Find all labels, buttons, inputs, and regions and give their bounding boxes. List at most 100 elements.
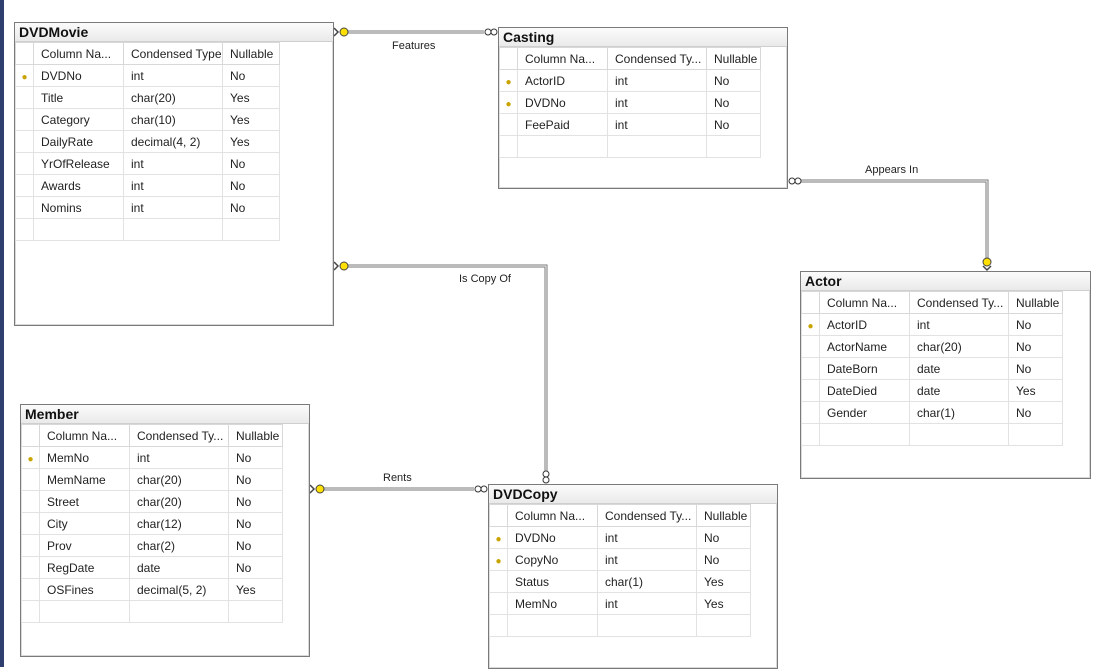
cell-type[interactable]: int <box>607 113 707 136</box>
cell-name[interactable]: DateDied <box>819 379 910 402</box>
column-name-header[interactable]: Column Na... <box>39 424 130 447</box>
cell-type[interactable]: int <box>607 91 707 114</box>
cell-name[interactable]: RegDate <box>39 556 130 579</box>
cell-type[interactable]: int <box>909 313 1009 336</box>
empty-cell[interactable] <box>222 218 280 241</box>
cell-nullable[interactable]: Yes <box>696 592 751 615</box>
cell-nullable[interactable]: Yes <box>222 86 280 109</box>
cell-nullable[interactable]: Yes <box>696 570 751 593</box>
actor-columns-grid[interactable]: Column Na...Condensed Ty...Nullable●Acto… <box>801 291 1063 446</box>
cell-nullable[interactable]: No <box>228 534 283 557</box>
casting-columns-grid[interactable]: Column Na...Condensed Ty...Nullable●Acto… <box>499 47 761 158</box>
empty-cell[interactable] <box>507 614 598 637</box>
cell-type[interactable]: int <box>123 196 223 219</box>
cell-nullable[interactable]: Yes <box>222 108 280 131</box>
cell-nullable[interactable]: Yes <box>228 578 283 601</box>
cell-nullable[interactable]: No <box>228 490 283 513</box>
cell-name[interactable]: Prov <box>39 534 130 557</box>
cell-name[interactable]: ActorName <box>819 335 910 358</box>
cell-name[interactable]: DailyRate <box>33 130 124 153</box>
empty-new-row[interactable] <box>499 135 761 158</box>
relation-label-rents[interactable]: Rents <box>383 472 412 484</box>
cell-name[interactable]: CopyNo <box>507 548 598 571</box>
cell-name[interactable]: DVDNo <box>507 526 598 549</box>
cell-name[interactable]: MemNo <box>39 446 130 469</box>
empty-cell[interactable] <box>33 218 124 241</box>
row-selector[interactable] <box>15 152 34 175</box>
row-selector[interactable]: ● <box>801 313 820 336</box>
empty-cell[interactable] <box>499 135 518 158</box>
cell-nullable[interactable]: No <box>706 113 761 136</box>
relation-label-features[interactable]: Features <box>392 40 436 52</box>
condensed-type-header[interactable]: Condensed Type <box>123 42 223 65</box>
condensed-type-header[interactable]: Condensed Ty... <box>597 504 697 527</box>
empty-cell[interactable] <box>517 135 608 158</box>
row-selector[interactable] <box>801 401 820 424</box>
cell-type[interactable]: char(20) <box>129 468 229 491</box>
cell-type[interactable]: int <box>123 152 223 175</box>
cell-name[interactable]: OSFines <box>39 578 130 601</box>
cell-type[interactable]: int <box>597 548 697 571</box>
cell-type[interactable]: char(2) <box>129 534 229 557</box>
empty-cell[interactable] <box>39 600 130 623</box>
relation-label-appears-in[interactable]: Appears In <box>865 164 919 176</box>
cell-name[interactable]: Nomins <box>33 196 124 219</box>
empty-new-row[interactable] <box>15 218 280 241</box>
condensed-type-header[interactable]: Condensed Ty... <box>607 47 707 70</box>
row-selector[interactable]: ● <box>499 69 518 92</box>
cell-type[interactable]: date <box>909 379 1009 402</box>
empty-cell[interactable] <box>819 423 910 446</box>
cell-nullable[interactable]: No <box>228 446 283 469</box>
empty-new-row[interactable] <box>801 423 1063 446</box>
nullable-header[interactable]: Nullable <box>696 504 751 527</box>
member-columns-grid[interactable]: Column Na...Condensed Ty...Nullable●MemN… <box>21 424 283 623</box>
cell-name[interactable]: Title <box>33 86 124 109</box>
row-selector[interactable]: ● <box>489 526 508 549</box>
cell-nullable[interactable]: No <box>696 548 751 571</box>
cell-name[interactable]: DVDNo <box>33 64 124 87</box>
dvdmovie-title[interactable]: DVDMovie <box>15 23 333 42</box>
cell-type[interactable]: int <box>123 174 223 197</box>
row-selector[interactable]: ● <box>21 446 40 469</box>
casting-title[interactable]: Casting <box>499 28 787 47</box>
cell-type[interactable]: char(1) <box>909 401 1009 424</box>
cell-nullable[interactable]: Yes <box>222 130 280 153</box>
row-selector[interactable] <box>15 196 34 219</box>
row-selector[interactable] <box>21 534 40 557</box>
row-selector[interactable] <box>489 592 508 615</box>
cell-type[interactable]: int <box>607 69 707 92</box>
cell-type[interactable]: int <box>129 446 229 469</box>
cell-nullable[interactable]: No <box>228 468 283 491</box>
cell-name[interactable]: MemName <box>39 468 130 491</box>
cell-name[interactable]: City <box>39 512 130 535</box>
empty-cell[interactable] <box>21 600 40 623</box>
cell-type[interactable]: int <box>597 592 697 615</box>
cell-type[interactable]: int <box>123 64 223 87</box>
cell-nullable[interactable]: No <box>228 556 283 579</box>
row-selector[interactable] <box>21 512 40 535</box>
cell-nullable[interactable]: No <box>1008 313 1063 336</box>
condensed-type-header[interactable]: Condensed Ty... <box>909 291 1009 314</box>
cell-nullable[interactable]: No <box>222 152 280 175</box>
cell-nullable[interactable]: No <box>706 69 761 92</box>
cell-name[interactable]: DateBorn <box>819 357 910 380</box>
empty-new-row[interactable] <box>489 614 751 637</box>
empty-cell[interactable] <box>129 600 229 623</box>
